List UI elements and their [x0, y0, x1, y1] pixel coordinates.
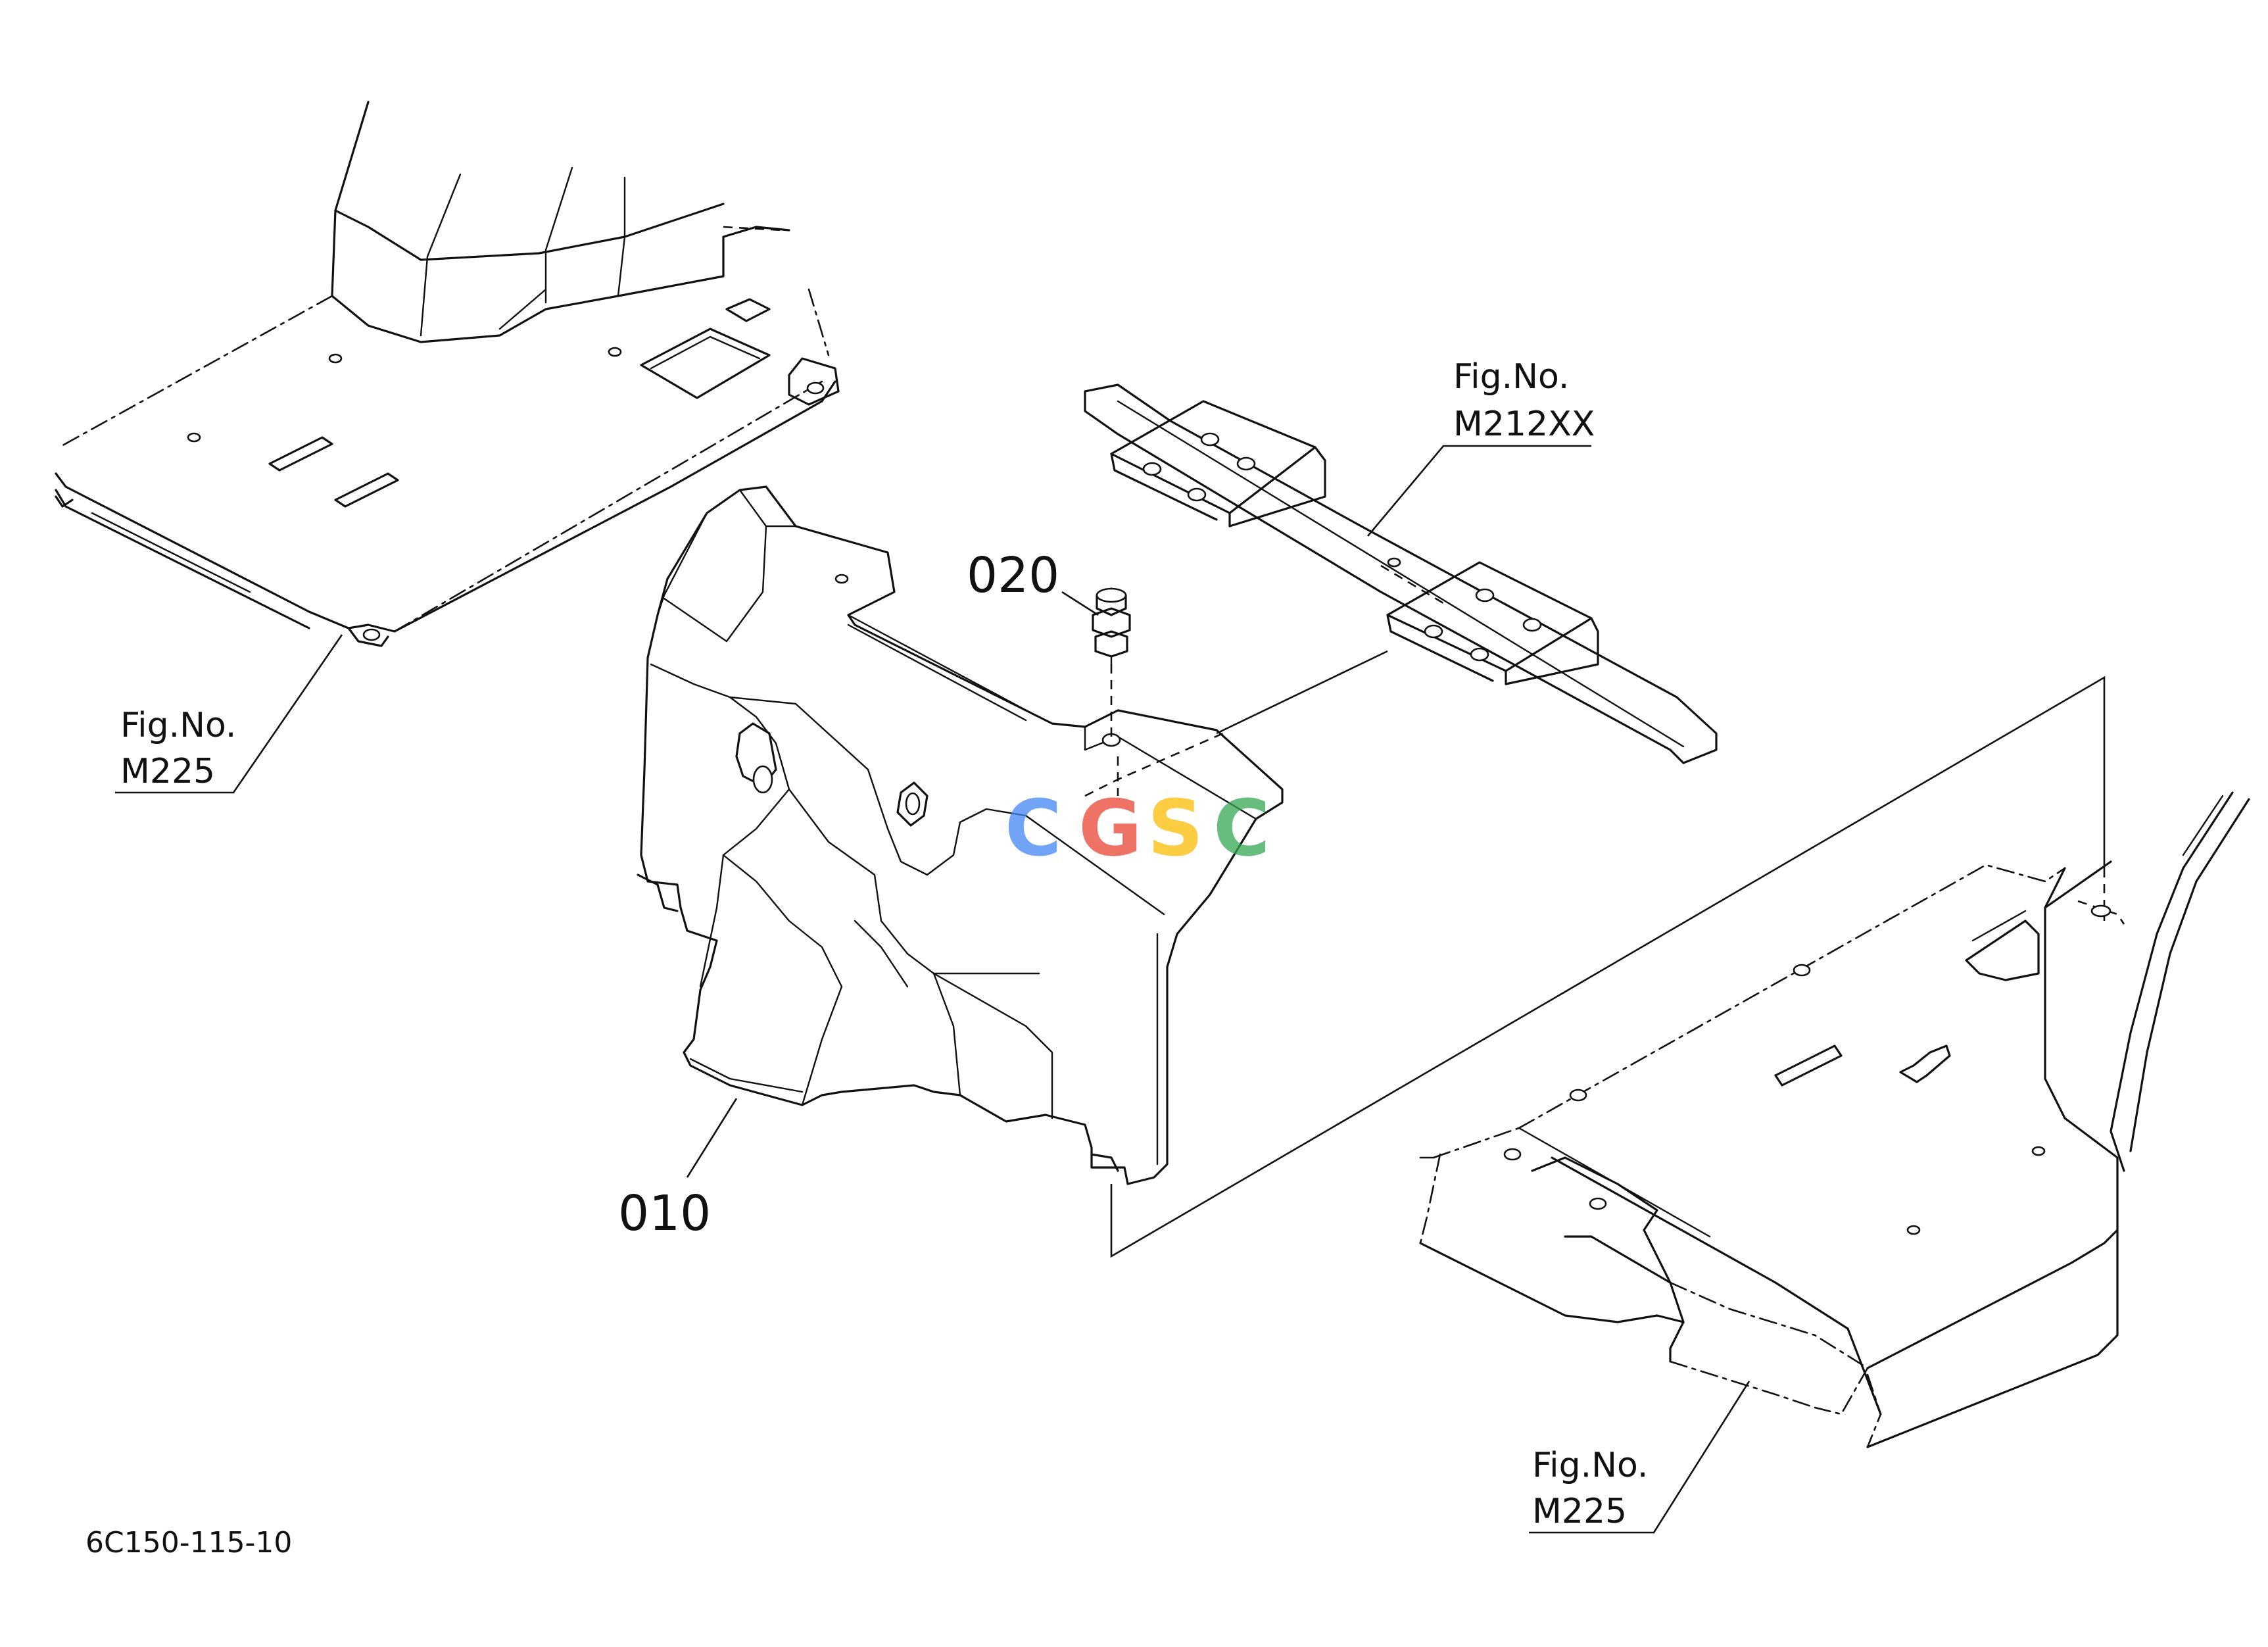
drawing-code: 6C150-115-10 [85, 1526, 292, 1560]
watermark-letter-g: G [1078, 783, 1142, 873]
assembly-line-010-to-rail [1216, 650, 1388, 735]
leader-ref-bottom-right [1529, 1381, 1750, 1534]
watermark-letter-s: S [1147, 783, 1203, 873]
leader-ref-top-left [115, 634, 343, 794]
ref-top-right-line1: Fig.No. [1453, 357, 1569, 397]
leader-part-020 [1061, 591, 1099, 616]
part-020-bolt [1084, 587, 1224, 797]
floor-plate-assembly-bottom-right [1419, 791, 2250, 1448]
watermark-logo: C G S C [1005, 783, 1270, 873]
ref-bottom-right-line1: Fig.No. [1532, 1446, 1648, 1485]
ref-top-left-line2: M225 [120, 752, 215, 791]
ref-top-right-line2: M212XX [1453, 405, 1595, 444]
watermark-letter-c2: C [1213, 783, 1270, 873]
floor-plate-assembly-top-left [55, 101, 840, 647]
assembly-line-010-to-floor [1110, 676, 2106, 1258]
watermark-letter-c1: C [1005, 783, 1062, 873]
leader-part-010 [686, 1098, 738, 1178]
part-010-cover [637, 485, 1284, 1185]
part-number-020: 020 [967, 547, 1059, 604]
ref-bottom-right-line2: M225 [1532, 1492, 1627, 1531]
part-number-010: 010 [618, 1185, 711, 1242]
seat-rail-assembly [1084, 383, 1718, 764]
ref-top-left-line1: Fig.No. [120, 706, 236, 745]
leader-ref-top-right [1367, 445, 1591, 537]
